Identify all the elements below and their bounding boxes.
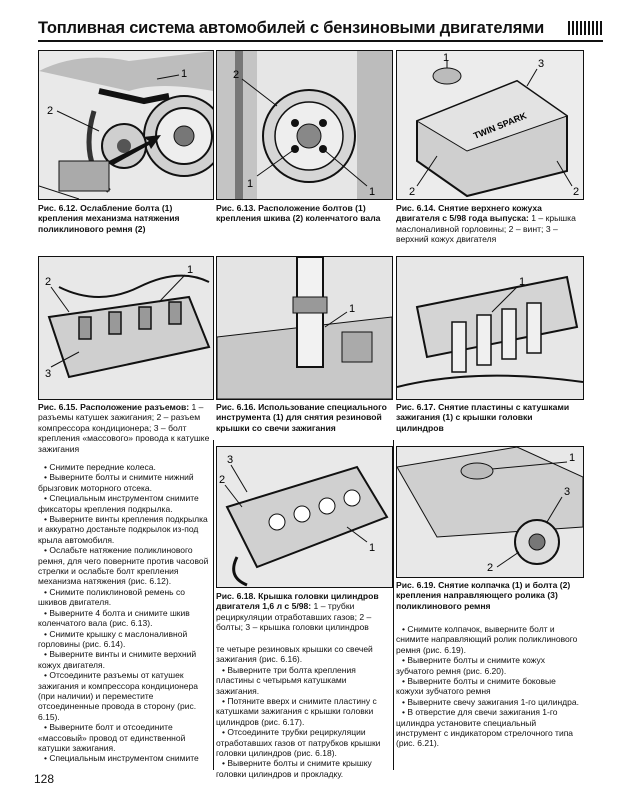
- callout-1: 1: [369, 542, 375, 554]
- column-divider: [393, 440, 394, 770]
- caption-6-17: Рис. 6.17. Снятие пластины с катушками з…: [396, 402, 582, 433]
- callout-1: 1: [181, 68, 187, 80]
- illustration-crankshaft-pulley: 2 1 1: [217, 51, 392, 199]
- caption-rest: 1 – крышка маслоналивной горловины; 2 – …: [396, 213, 576, 245]
- callout-2: 2: [487, 562, 493, 574]
- paragraph: • Выверните свечу зажигания 1-го цилиндр…: [402, 696, 579, 707]
- callout-2: 2: [47, 105, 53, 117]
- caption-6-19: Рис. 6.19. Снятие колпачка (1) и болта (…: [396, 580, 582, 611]
- paragraph: • Специальным инструментом снимите: [44, 753, 199, 764]
- caption-lead: Рис. 6.15.: [38, 402, 78, 412]
- paragraph: • Потяните вверх и снимите пластину с ка…: [216, 696, 377, 727]
- caption-bold: Расположение болтов (1) крепления шкива …: [216, 203, 381, 224]
- paragraph: те четыре резиновых крышки со свечей заж…: [216, 644, 373, 665]
- caption-6-15: Рис. 6.15. Расположение разъемов: 1 – ра…: [38, 402, 212, 454]
- column-divider: [213, 440, 214, 770]
- callout-1: 1: [569, 452, 575, 464]
- caption-lead: Рис. 6.19.: [396, 580, 436, 590]
- caption-lead: Рис. 6.14.: [396, 203, 436, 213]
- caption-6-14: Рис. 6.14. Снятие верхнего кожуха двигат…: [396, 203, 582, 245]
- caption-lead: Рис. 6.13.: [216, 203, 256, 213]
- caption-lead: Рис. 6.12.: [38, 203, 78, 213]
- callout-1b: 1: [369, 186, 375, 198]
- paragraph: • Выверните винты и снимите верхний кожу…: [38, 649, 197, 670]
- header-ornament: [568, 21, 603, 35]
- callout-3: 3: [538, 58, 544, 70]
- paragraph: • Ослабьте натяжение поликлинового ремня…: [38, 545, 209, 587]
- paragraph: • Выверните болты и снимите крышку голов…: [216, 758, 372, 779]
- callout-1: 1: [247, 178, 253, 190]
- figure-6-14: TWIN SPARK 1 3 2 2: [396, 50, 584, 200]
- figure-6-17: 1: [396, 256, 584, 400]
- paragraph: • Отсоедините разъемы от катушек зажиган…: [38, 670, 198, 722]
- paragraph: • Выверните болты и снимите боковые кожу…: [396, 676, 556, 697]
- paragraph: • Выверните болты и снимите кожух зубчат…: [396, 655, 546, 676]
- illustration-connectors: 1 2 3: [39, 257, 213, 399]
- figure-6-13: 2 1 1: [216, 50, 393, 200]
- illustration-coil-plate: 1: [397, 257, 583, 399]
- caption-bold: Ослабление болта (1) крепления механизма…: [38, 203, 180, 234]
- caption-6-13: Рис. 6.13. Расположение болтов (1) крепл…: [216, 203, 391, 224]
- paragraph: • Снимите колпачок, выверните болт и сни…: [396, 624, 578, 655]
- paragraph: • Выверните болт и отсоедините «массовый…: [38, 722, 186, 753]
- figure-6-19: 1 2 3: [396, 446, 584, 578]
- illustration-head-cover: 3 2 1: [217, 447, 392, 587]
- callout-1: 1: [443, 52, 449, 64]
- callout-2: 2: [45, 276, 51, 288]
- paragraph: • Снимите поликлиновой ремень со шкивов …: [38, 586, 186, 608]
- paragraph: • Выверните 4 болта и снимите шкив колен…: [38, 607, 190, 629]
- caption-bold: Снятие верхнего кожуха двигателя с 5/98 …: [396, 203, 542, 224]
- caption-6-18: Рис. 6.18. Крышка головки цилиндров двиг…: [216, 591, 391, 633]
- callout-2: 2: [409, 186, 415, 198]
- text-column-3: • Снимите колпачок, выверните болт и сни…: [396, 624, 582, 749]
- figure-6-12: 1 2: [38, 50, 214, 200]
- caption-bold: Использование специального инструмента (…: [216, 402, 387, 433]
- caption-lead: Рис. 6.17.: [396, 402, 436, 412]
- figure-6-15: 1 2 3: [38, 256, 214, 400]
- paragraph: • Отсоедините трубки рециркуляции отрабо…: [216, 727, 381, 759]
- callout-2: 2: [233, 69, 239, 81]
- page-title: Топливная система автомобилей с бензинов…: [38, 19, 545, 37]
- caption-bold: Снятие пластины с катушками зажигания (1…: [396, 402, 570, 433]
- page-header: Топливная система автомобилей с бензинов…: [38, 18, 603, 42]
- callout-3: 3: [45, 368, 51, 380]
- illustration-special-tool: 1: [217, 257, 392, 399]
- paragraph: • Выверните винты крепления подкрылка и …: [38, 514, 208, 545]
- paragraph: • Специальным инструментом снимите фикса…: [38, 493, 199, 514]
- illustration-engine-cover: TWIN SPARK 1 3 2 2: [397, 51, 583, 199]
- page-number: 128: [34, 772, 55, 786]
- text-column-2: те четыре резиновых крышки со свечей заж…: [216, 644, 391, 779]
- callout-1: 1: [349, 303, 355, 315]
- figure-6-16: 1: [216, 256, 393, 400]
- caption-lead: Рис. 6.16.: [216, 402, 256, 412]
- paragraph: • В отверстие для свечи зажигания 1-го ц…: [396, 707, 574, 749]
- illustration-belt-tensioner: 1 2: [39, 51, 213, 199]
- paragraph: • Выверните болты и снимите нижний брызг…: [38, 472, 194, 493]
- illustration-guide-roller: 1 2 3: [397, 447, 583, 577]
- callout-1: 1: [519, 276, 525, 288]
- caption-6-16: Рис. 6.16. Использование специального ин…: [216, 402, 391, 433]
- callout-1: 1: [187, 264, 193, 276]
- callout-2b: 2: [573, 186, 579, 198]
- caption-bold: Снятие колпачка (1) и болта (2) креплени…: [396, 580, 571, 611]
- caption-lead: Рис. 6.18.: [216, 591, 256, 601]
- caption-bold: Расположение разъемов:: [77, 402, 190, 412]
- paragraph: • Снимите передние колеса.: [44, 462, 156, 472]
- callout-3: 3: [227, 454, 233, 466]
- callout-2: 2: [219, 474, 225, 486]
- paragraph: • Снимите крышку с маслоналивной горлови…: [38, 628, 188, 649]
- caption-6-12: Рис. 6.12. Ослабление болта (1) креплени…: [38, 203, 210, 234]
- caption-rest: 1 – трубки рециркуляции отработавших газ…: [216, 601, 372, 633]
- figure-6-18: 3 2 1: [216, 446, 393, 588]
- caption-bold: Крышка головки цилиндров двигателя 1,6 л…: [216, 591, 379, 612]
- callout-3: 3: [564, 486, 570, 498]
- paragraph: • Выверните три болта крепления пластины…: [216, 664, 356, 696]
- caption-rest: 1 – разъемы катушек зажигания; 2 – разъе…: [38, 402, 210, 454]
- text-column-1: • Снимите передние колеса. • Выверните б…: [38, 462, 210, 764]
